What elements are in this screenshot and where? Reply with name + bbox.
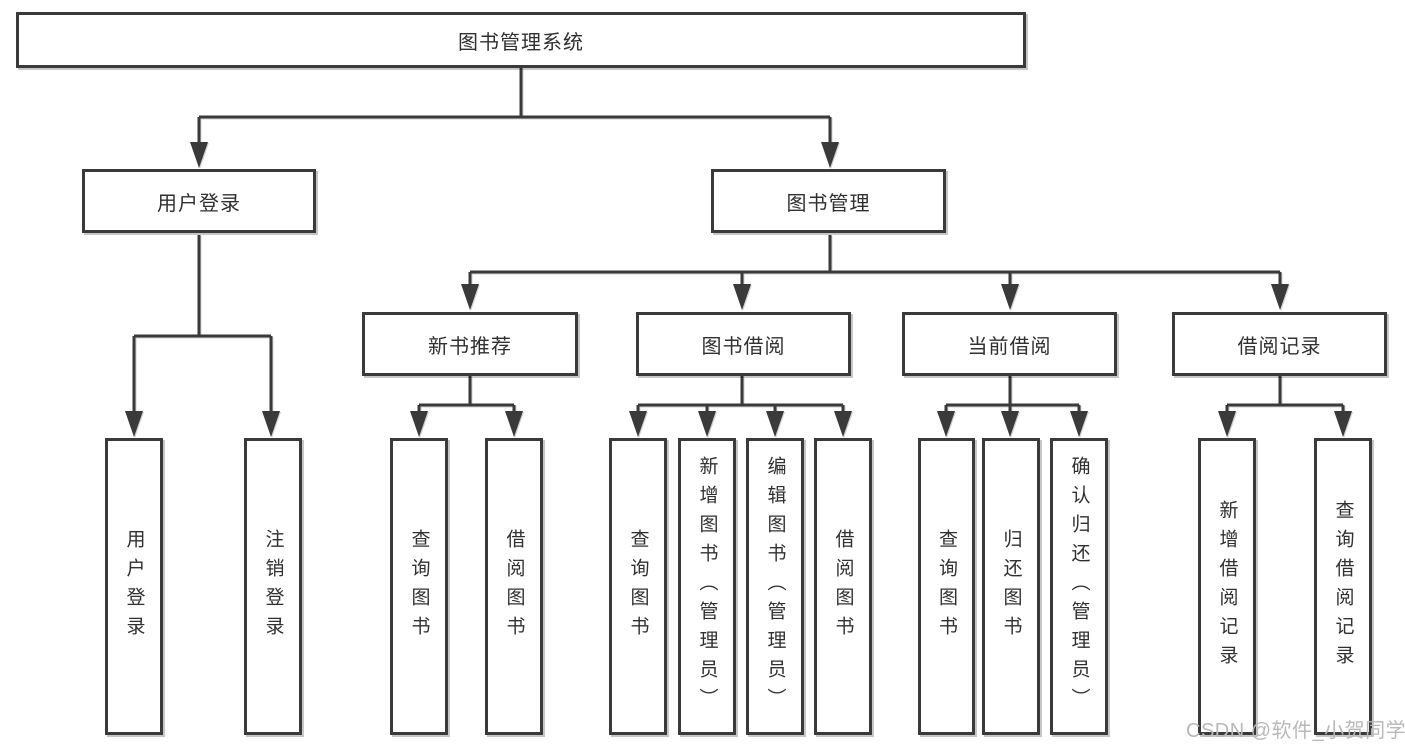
- node-user-login: 用户登录: [82, 169, 316, 233]
- leaf-logout-label: 注销登录: [262, 528, 284, 645]
- leaf-query-book-recommend-label: 查询图书: [408, 528, 430, 645]
- leaf-query-book-current: 查询图书: [918, 438, 975, 735]
- leaf-edit-book-admin-label: 编辑图书（管理员）: [764, 456, 786, 717]
- node-user-login-label: 用户登录: [157, 192, 241, 215]
- node-root-label: 图书管理系统: [458, 31, 584, 54]
- leaf-return-book: 归还图书: [982, 438, 1040, 735]
- node-book-borrow-label: 图书借阅: [701, 335, 786, 358]
- node-new-book-recommend: 新书推荐: [362, 312, 578, 376]
- leaf-query-book-borrow: 查询图书: [609, 438, 667, 735]
- node-book-management: 图书管理: [711, 169, 946, 233]
- arrowheads: [125, 142, 1352, 437]
- leaf-borrow-book: 借阅图书: [814, 438, 872, 735]
- leaf-query-book-recommend: 查询图书: [390, 438, 448, 735]
- node-current-borrow: 当前借阅: [902, 312, 1117, 376]
- leaf-confirm-return-admin: 确认归还（管理员）: [1050, 438, 1108, 735]
- leaf-user-login: 用户登录: [105, 438, 163, 735]
- leaf-edit-book-admin: 编辑图书（管理员）: [746, 438, 804, 735]
- leaf-return-book-label: 归还图书: [1000, 528, 1022, 645]
- node-root: 图书管理系统: [16, 12, 1026, 68]
- leaf-add-book-admin-label: 新增图书（管理员）: [696, 456, 718, 717]
- leaf-add-book-admin: 新增图书（管理员）: [678, 438, 736, 735]
- leaf-logout: 注销登录: [244, 438, 302, 735]
- leaf-user-login-label: 用户登录: [123, 528, 145, 645]
- leaf-query-borrow-record-label: 查询借阅记录: [1332, 499, 1354, 674]
- node-new-book-recommend-label: 新书推荐: [428, 335, 512, 358]
- leaf-query-book-borrow-label: 查询图书: [627, 528, 649, 645]
- leaf-borrow-book-recommend-label: 借阅图书: [503, 528, 525, 645]
- leaf-query-borrow-record: 查询借阅记录: [1314, 438, 1372, 735]
- leaf-add-borrow-record: 新增借阅记录: [1198, 438, 1256, 735]
- leaf-add-borrow-record-label: 新增借阅记录: [1216, 499, 1238, 674]
- node-borrow-records: 借阅记录: [1172, 312, 1387, 376]
- node-current-borrow-label: 当前借阅: [967, 335, 1052, 358]
- leaf-borrow-book-label: 借阅图书: [832, 528, 854, 645]
- node-book-borrow: 图书借阅: [636, 312, 851, 376]
- node-book-management-label: 图书管理: [786, 192, 871, 215]
- csdn-watermark: CSDN @软件_小贺同学: [1186, 720, 1405, 742]
- leaf-query-book-current-label: 查询图书: [936, 528, 957, 645]
- node-borrow-records-label: 借阅记录: [1237, 335, 1322, 358]
- leaf-confirm-return-admin-label: 确认归还（管理员）: [1068, 456, 1090, 717]
- leaf-borrow-book-recommend: 借阅图书: [485, 438, 543, 735]
